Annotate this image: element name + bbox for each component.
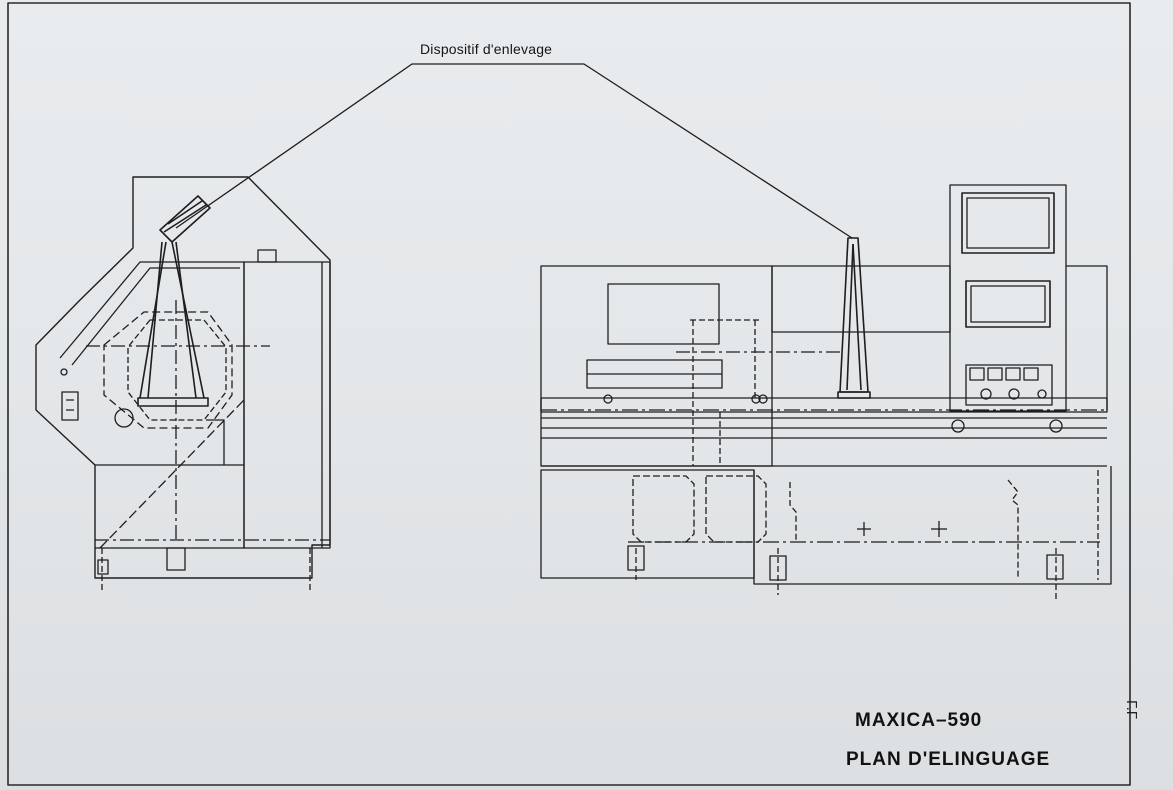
side-lifting-device	[137, 195, 211, 407]
callout-leader-line	[175, 63, 853, 239]
front-lifting-device	[837, 237, 871, 399]
side-view	[35, 176, 331, 590]
drawing-subtitle: PLAN D'ELINGUAGE	[846, 749, 1051, 770]
front-view	[540, 184, 1112, 600]
lifting-device-callout: Dispositif d'enlevage	[420, 41, 553, 57]
sheet-border	[7, 2, 1131, 786]
machine-model-title: MAXICA–590	[855, 710, 983, 731]
page-reference: Γ.Γ	[1123, 700, 1140, 720]
